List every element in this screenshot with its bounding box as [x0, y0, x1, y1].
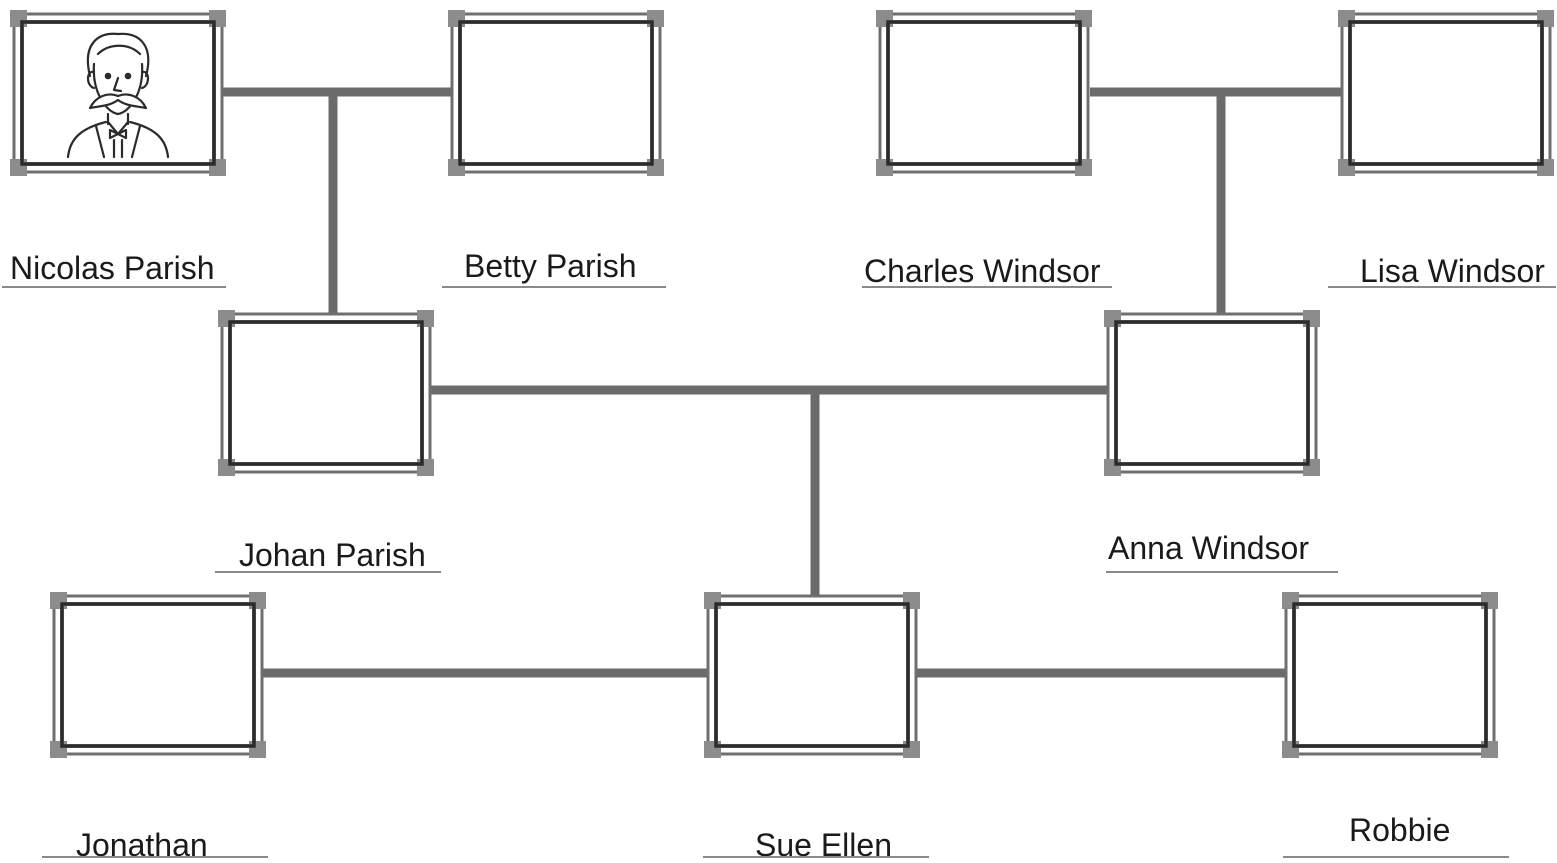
name-label-johan: Johan Parish [239, 537, 426, 573]
portrait-frames [10, 10, 1554, 758]
frame-corner [209, 10, 226, 27]
portrait-frame-charles [876, 10, 1092, 176]
name-label-robbie: Robbie [1349, 812, 1450, 848]
frame-corner [50, 741, 67, 758]
portrait-frame-robbie [1282, 592, 1498, 758]
frame-corner [903, 741, 920, 758]
frame-corner [1481, 592, 1498, 609]
portrait-frame-sue [704, 592, 920, 758]
name-underline-nicolas [2, 286, 226, 288]
name-underline-betty [442, 286, 666, 288]
frame-corner [10, 159, 27, 176]
portrait-frame-lisa [1338, 10, 1554, 176]
portrait-frame-anna [1104, 310, 1320, 476]
frame-corner [876, 159, 893, 176]
frame-corner [1338, 159, 1355, 176]
frame-corner [876, 10, 893, 27]
frame-corner [1104, 459, 1121, 476]
frame-corner [1338, 10, 1355, 27]
frame-corner [1075, 10, 1092, 27]
frame-corner [1537, 10, 1554, 27]
frame-corner [704, 741, 721, 758]
portrait-frame-jonathan [50, 592, 266, 758]
name-underline-sue [703, 856, 929, 858]
portrait-frame-betty [448, 10, 664, 176]
name-underline-johan [215, 571, 441, 573]
frame-corner [249, 741, 266, 758]
frame-corner [903, 592, 920, 609]
frame-corner [1481, 741, 1498, 758]
frame-corner [249, 592, 266, 609]
frame-corner [417, 310, 434, 327]
name-label-lisa: Lisa Windsor [1360, 253, 1545, 289]
frame-corner [1303, 459, 1320, 476]
frame-corner [218, 310, 235, 327]
frame-corner [209, 159, 226, 176]
name-label-anna: Anna Windsor [1108, 530, 1309, 566]
frame-corner [1537, 159, 1554, 176]
frame-corner [1282, 741, 1299, 758]
frame-corner [417, 459, 434, 476]
frame-corner [647, 159, 664, 176]
name-underline-charles [862, 286, 1112, 288]
name-label-nicolas: Nicolas Parish [10, 250, 215, 286]
name-underline-jonathan [42, 856, 268, 858]
name-underline-robbie [1283, 856, 1509, 858]
name-label-charles: Charles Windsor [864, 253, 1101, 289]
frame-corner [1303, 310, 1320, 327]
frame-corner [448, 10, 465, 27]
name-label-betty: Betty Parish [464, 248, 637, 284]
frame-corner [1104, 310, 1121, 327]
frame-corner [10, 10, 27, 27]
frame-corner [704, 592, 721, 609]
name-underline-lisa [1328, 286, 1556, 288]
name-underline-anna [1106, 571, 1338, 573]
frame-corner [1075, 159, 1092, 176]
frame-corner [448, 159, 465, 176]
frame-corner [1282, 592, 1299, 609]
frame-corner [647, 10, 664, 27]
portrait-frame-johan [218, 310, 434, 476]
portrait-frame-nicolas [10, 10, 226, 176]
frame-corner [50, 592, 67, 609]
frame-corner [218, 459, 235, 476]
